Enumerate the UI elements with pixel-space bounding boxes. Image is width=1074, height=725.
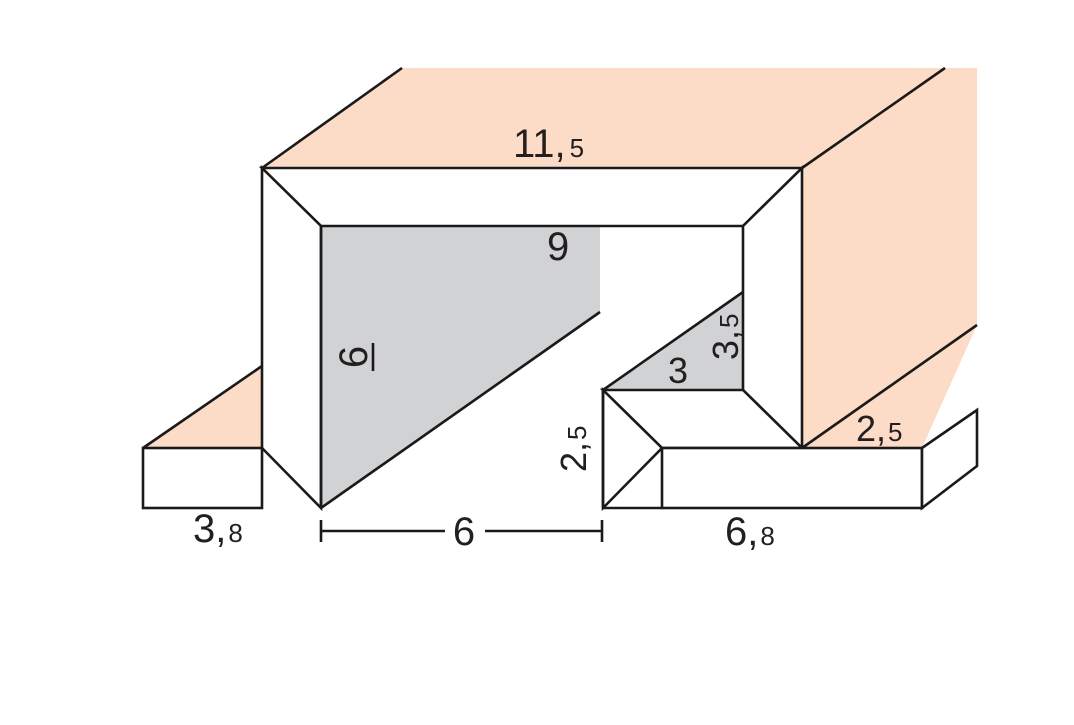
top-left-depth-edge <box>261 66 403 170</box>
label-bottom-right: 6,8 <box>725 510 775 554</box>
right-foot-end-face <box>920 407 979 511</box>
step-diagonal <box>602 290 744 392</box>
right-foot-depth-edge <box>801 323 978 450</box>
label-top-bar: 11,5 <box>513 122 584 166</box>
top-depth-face <box>262 68 977 448</box>
label-step-front: 2,5 <box>553 426 594 473</box>
top-right-depth-edge <box>801 66 946 170</box>
label-step-height: 3,5 <box>705 314 746 361</box>
right-foot-face <box>660 446 924 510</box>
gap-dimension-line <box>319 520 604 542</box>
label-vertical-left: 6 <box>332 343 376 371</box>
inner-slab-diagonal <box>320 310 601 510</box>
label-bottom-left: 3,8 <box>193 507 243 551</box>
label-inner-top: 9 <box>547 225 569 269</box>
label-step-width: 3 <box>668 350 688 391</box>
svg-text:6: 6 <box>332 346 376 368</box>
left-foot-depth-edge <box>142 364 263 450</box>
left-foot-face <box>141 446 264 510</box>
top-bar-face <box>258 166 806 228</box>
label-right-depth: 2,5 <box>856 408 903 449</box>
white-faces <box>141 164 979 512</box>
inner-slab-face <box>321 226 600 508</box>
label-bottom-gap: 6 <box>453 510 475 554</box>
left-pillar-face <box>260 164 323 512</box>
dimension-labels: 11,5 9 6 3 3,5 2,5 2,5 3,8 6 6,8 <box>193 122 903 554</box>
edge-lines <box>142 66 978 510</box>
